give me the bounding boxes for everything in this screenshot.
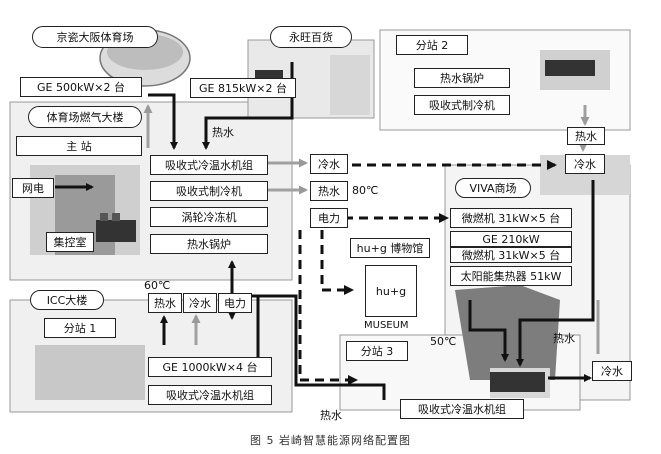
temp-80-label: 80℃ <box>352 184 379 197</box>
viva-chilled-water-box: 冷水 <box>565 154 605 174</box>
temp-50-label: 50℃ <box>430 335 457 348</box>
hot-water-label-sub3: 热水 <box>320 409 342 422</box>
figure-caption: 图 5 岩崎智慧能源网络配置图 <box>250 434 411 447</box>
museum-label: hu+g 博物馆 <box>350 238 430 258</box>
icc-chilled-water-box: 冷水 <box>183 293 217 313</box>
control-room-box: 集控室 <box>46 232 94 252</box>
hot-water-box-80: 热水 <box>310 181 348 201</box>
sub2-title: 分站 2 <box>396 35 468 55</box>
viva-chilled-water-box-lower: 冷水 <box>592 361 632 381</box>
power-flows <box>227 160 557 385</box>
viva-label: VIVA商场 <box>455 178 531 198</box>
hot-water-label-viva: 热水 <box>553 332 575 345</box>
power-to-museum-dash <box>320 230 354 295</box>
power-to-sub3-dash <box>298 230 358 385</box>
main-to-sub3-hot <box>258 294 386 400</box>
power-box-main: 电力 <box>310 208 348 228</box>
sub2-boiler: 热水锅炉 <box>414 68 510 88</box>
abs-chiller-heater-main: 吸收式冷温水机组 <box>150 155 268 175</box>
ge-500-box: GE 500kW×2 台 <box>20 77 142 97</box>
museum-word: MUSEUM <box>364 320 409 331</box>
icc-power-box: 电力 <box>218 293 252 313</box>
chilled-water-box-main: 冷水 <box>310 154 348 174</box>
sub2-hot-water-box: 热水 <box>567 127 605 145</box>
ge-210-box: GE 210kW <box>450 231 572 247</box>
turbo-chiller-main: 涡轮冷冻机 <box>150 207 268 227</box>
microturbine-2: 微燃机 31kW×5 台 <box>450 247 572 263</box>
sub3-chiller-heater: 吸收式冷温水机组 <box>400 399 524 419</box>
ge-1000-box: GE 1000kW×4 台 <box>148 357 272 377</box>
aeon-tower <box>330 55 370 115</box>
hot-water-label-main: 热水 <box>212 126 234 139</box>
equipment-icons <box>96 60 595 392</box>
dome-ge-to-main <box>148 93 178 150</box>
hot-water-boiler-main: 热水锅炉 <box>150 234 268 254</box>
sub2-chiller: 吸收式制冷机 <box>414 95 510 115</box>
microturbine-1: 微燃机 31kW×5 台 <box>450 208 572 228</box>
museum-logo-box: hu+g <box>365 265 417 317</box>
solar-collector: 太阳能集热器 51kW <box>450 266 572 286</box>
viva-hot-loop <box>468 300 509 362</box>
stadium-gas-building-label: 体育场燃气大楼 <box>28 106 142 128</box>
sub3-title: 分站 3 <box>346 341 408 361</box>
aeon-label: 永旺百货 <box>270 26 352 48</box>
solar-building-graphic <box>455 285 560 380</box>
icc-machine <box>35 345 145 400</box>
chilled-water-flows <box>143 104 600 354</box>
kyocera-dome-label: 京瓷大阪体育场 <box>32 26 158 48</box>
viva-hot-down <box>516 180 595 367</box>
temp-60-label: 60℃ <box>144 279 171 292</box>
sub1-title: 分站 1 <box>44 318 116 338</box>
sub1-chiller-heater: 吸收式冷温水机组 <box>148 385 272 405</box>
icc-hot-water-box: 热水 <box>148 293 182 313</box>
icc-label: ICC大楼 <box>30 290 104 310</box>
abs-chiller-main: 吸收式制冷机 <box>150 181 268 201</box>
main-station-title: 主 站 <box>16 136 142 156</box>
ge-815-box: GE 815kW×2 台 <box>190 78 296 98</box>
grid-box: 网电 <box>12 178 54 198</box>
